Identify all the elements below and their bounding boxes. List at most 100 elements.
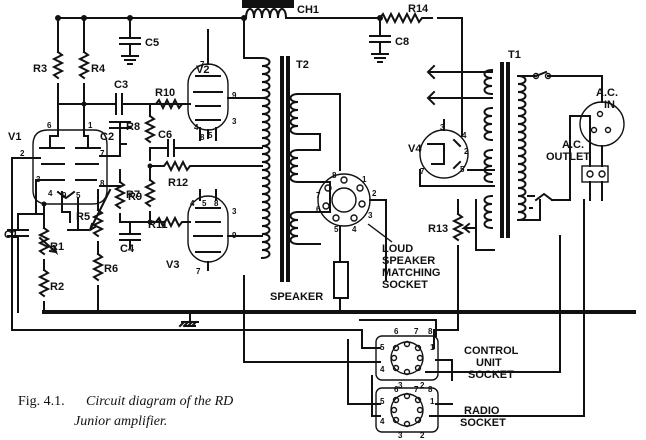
lsp-label-2: SPEAKER <box>382 255 435 267</box>
c8-label: C8 <box>395 36 409 48</box>
ctl-pin-2: 2 <box>420 381 425 390</box>
r6-label: R6 <box>104 263 118 275</box>
v1-label: V1 <box>8 131 21 143</box>
v3-pin-5: 5 <box>202 199 207 208</box>
control-label-3: SOCKET <box>468 369 514 381</box>
lsp-pin-2: 2 <box>372 189 377 198</box>
resistor-r14: R14 <box>371 3 433 25</box>
ctl-pin-6: 6 <box>394 327 399 336</box>
ctl-pin-1: 1 <box>430 343 435 352</box>
v1-pin-1: 1 <box>88 121 93 130</box>
rad-pin-7: 7 <box>414 385 419 394</box>
v2-pin-4: 4 <box>194 123 199 132</box>
radio-label-1: RADIO <box>464 405 500 417</box>
v1-coupling-network: C3 C2 R5 R6 R7 C4 <box>57 79 191 313</box>
v3-pin-3: 3 <box>232 207 237 216</box>
v3-pin-4: 4 <box>190 199 195 208</box>
ctl-pin-5: 5 <box>380 343 385 352</box>
v1-input-network: C1 R1 R2 <box>4 157 363 331</box>
v3-pin-7: 7 <box>196 267 201 276</box>
capacitor-c8: C8 <box>369 17 409 63</box>
caption-fig-number: Fig. 4.1. <box>18 394 65 409</box>
rad-pin-3: 3 <box>398 431 403 440</box>
c5-label: C5 <box>145 37 159 49</box>
v1-pin-4: 4 <box>48 189 53 198</box>
r1-label: R1 <box>50 241 64 253</box>
r13-label: R13 <box>428 223 448 235</box>
ac-in-socket: A.C. IN <box>579 75 625 147</box>
lsp-pin-4: 4 <box>352 225 357 234</box>
radio-socket: 6 7 8 5 1 4 3 2 RADIO SOCKET <box>375 385 506 440</box>
phase-splitter-network: R10 R8 C6 R12 R9 R11 <box>126 87 263 231</box>
lsp-pin-8: 8 <box>332 171 337 180</box>
v2-pin-3: 3 <box>232 117 237 126</box>
v4-pin-2: 2 <box>464 147 469 156</box>
r11-label: R11 <box>148 219 168 231</box>
r8-label: R8 <box>126 121 140 133</box>
c3-label: C3 <box>114 79 128 91</box>
ht-supply-rail <box>55 15 463 65</box>
ctl-pin-3: 3 <box>398 381 403 390</box>
ctl-pin-7: 7 <box>414 327 419 336</box>
r5-label: R5 <box>76 211 90 223</box>
valve-v3: V3 4 5 8 3 9 7 <box>166 189 237 276</box>
v4-pin-4: 4 <box>462 131 467 140</box>
resistor-r4: R4 <box>79 17 106 105</box>
rad-pin-6: 6 <box>394 385 399 394</box>
v3-pin-8: 8 <box>214 199 219 208</box>
v1-pin-7: 7 <box>100 149 105 158</box>
v2-pin-9: 9 <box>232 91 237 100</box>
radio-label-2: SOCKET <box>460 417 506 429</box>
ac-outlet-label-2: OUTLET <box>546 151 590 163</box>
choke-ch1: CH1 <box>242 0 319 20</box>
v4-label: V4 <box>408 143 422 155</box>
earth-rail <box>42 310 636 331</box>
v1-pin-6: 6 <box>47 121 52 130</box>
lsp-label-4: SOCKET <box>382 279 428 291</box>
lsp-pin-7: 7 <box>316 191 321 200</box>
c1-label: C1 <box>4 229 18 241</box>
r14-label: R14 <box>408 3 429 15</box>
rad-pin-1: 1 <box>430 397 435 406</box>
r12-label: R12 <box>168 177 188 189</box>
ac-in-label-2: IN <box>604 99 615 111</box>
v1-pin-8: 8 <box>100 179 105 188</box>
resistor-r13: R13 <box>428 199 495 331</box>
v2-pin-8: 8 <box>200 133 205 142</box>
lsp-pin-5: 5 <box>334 225 339 234</box>
ctl-pin-8: 8 <box>428 327 433 336</box>
rad-pin-2: 2 <box>420 431 425 440</box>
r10-label: R10 <box>155 87 175 99</box>
lsp-label-3: MATCHING <box>382 267 440 279</box>
ac-outlet: A.C. OUTLET <box>546 115 609 201</box>
r4-label: R4 <box>91 63 106 75</box>
resistor-r3: R3 <box>33 17 63 129</box>
lsp-label-1: LOUD <box>382 243 413 255</box>
r3-label: R3 <box>33 63 47 75</box>
lsp-pin-6: 6 <box>316 205 321 214</box>
output-transformer-t2: T2 SPEAKER <box>227 17 341 303</box>
rad-pin-5: 5 <box>380 397 385 406</box>
t1-label: T1 <box>508 49 521 61</box>
v1-pin-5: 5 <box>76 191 81 200</box>
c6-label: C6 <box>158 129 172 141</box>
v4-pin-7: 7 <box>420 167 425 176</box>
c4-label: C4 <box>120 243 135 255</box>
control-label-1: CONTROL <box>464 345 519 357</box>
v1-pin-9: 9 <box>62 191 67 200</box>
v2-pin-7: 7 <box>200 60 205 69</box>
v3-label: V3 <box>166 259 179 271</box>
control-label-2: UNIT <box>476 357 502 369</box>
c2-label: C2 <box>100 131 114 143</box>
mains-transformer-t1: T1 <box>483 49 591 238</box>
rad-pin-4: 4 <box>380 417 385 426</box>
v2-pin-5: 5 <box>208 131 213 140</box>
capacitor-c5: C5 <box>119 17 159 65</box>
speaker-label: SPEAKER <box>270 291 323 303</box>
ac-outlet-label-1: A.C. <box>562 139 584 151</box>
control-unit-socket: 6 7 8 5 1 4 3 2 CONTROL UNIT SOCKET <box>375 327 519 390</box>
t2-label: T2 <box>296 59 309 71</box>
r7-label: R7 <box>126 189 140 201</box>
figure-caption: Fig. 4.1. Circuit diagram of the RD Juni… <box>18 394 233 429</box>
